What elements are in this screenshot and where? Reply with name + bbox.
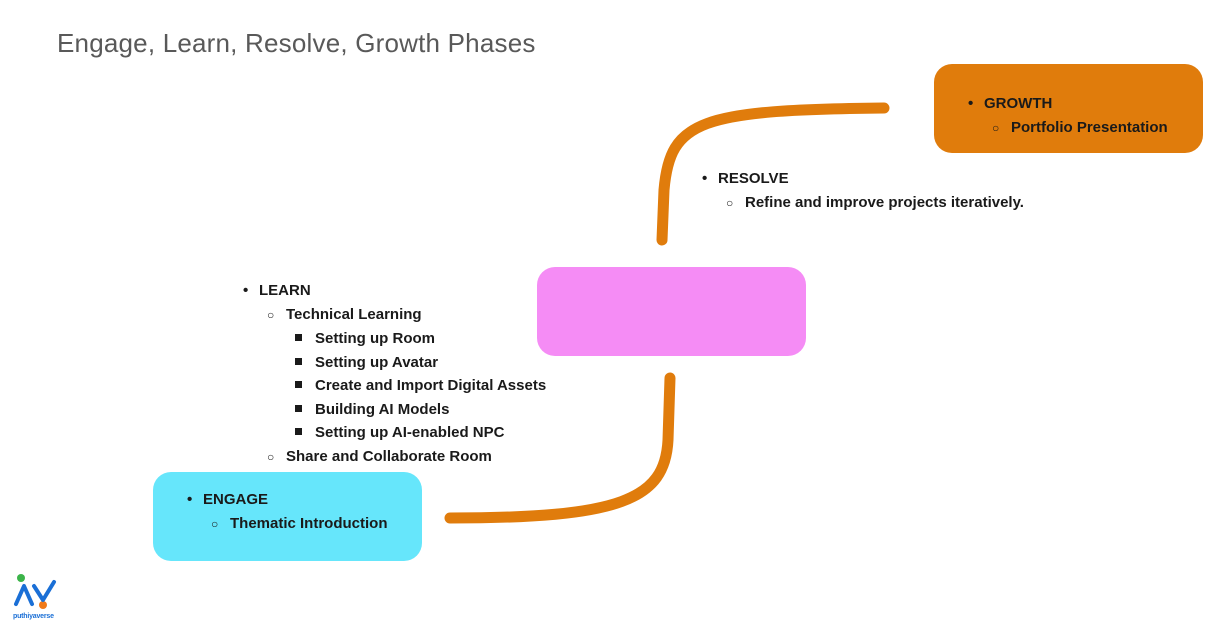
learn-share: Share and Collaborate Room	[286, 447, 492, 465]
connector-resolve-engage	[444, 372, 676, 524]
growth-item: Portfolio Presentation	[1011, 118, 1168, 136]
growth-heading: GROWTH	[984, 95, 1053, 112]
learn-technical-item: Setting up Room	[315, 330, 435, 347]
page-title: Engage, Learn, Resolve, Growth Phases	[57, 28, 536, 58]
connector-growth-resolve	[656, 102, 890, 246]
puthiyaverse-logo-icon	[14, 574, 56, 609]
learn-technical: Technical Learning	[286, 305, 422, 323]
learn-list: •LEARN ○Technical Learning Setting up Ro…	[243, 282, 547, 465]
learn-technical-item: Setting up AI-enabled NPC	[315, 424, 505, 441]
learn-heading: LEARN	[259, 282, 311, 299]
resolve-list: •RESOLVE ○Refine and improve projects it…	[702, 170, 1024, 211]
engage-item: Thematic Introduction	[230, 514, 388, 532]
learn-technical-item: Setting up Avatar	[315, 353, 439, 371]
resolve-item: Refine and improve projects iteratively.	[745, 193, 1024, 211]
growth-list: •GROWTH ○Portfolio Presentation	[968, 95, 1168, 136]
engage-list: •ENGAGE ○Thematic Introduction	[187, 491, 388, 532]
logo-wordmark: puthiyaverse	[13, 613, 54, 620]
engage-phase-box	[153, 472, 422, 561]
learn-technical-item: Building AI Models	[315, 400, 450, 418]
engage-heading: ENGAGE	[203, 491, 269, 508]
resolve-phase-box	[537, 267, 806, 356]
resolve-heading: RESOLVE	[718, 170, 789, 187]
growth-phase-box	[934, 64, 1203, 153]
learn-technical-item: Create and Import Digital Assets	[315, 377, 547, 394]
